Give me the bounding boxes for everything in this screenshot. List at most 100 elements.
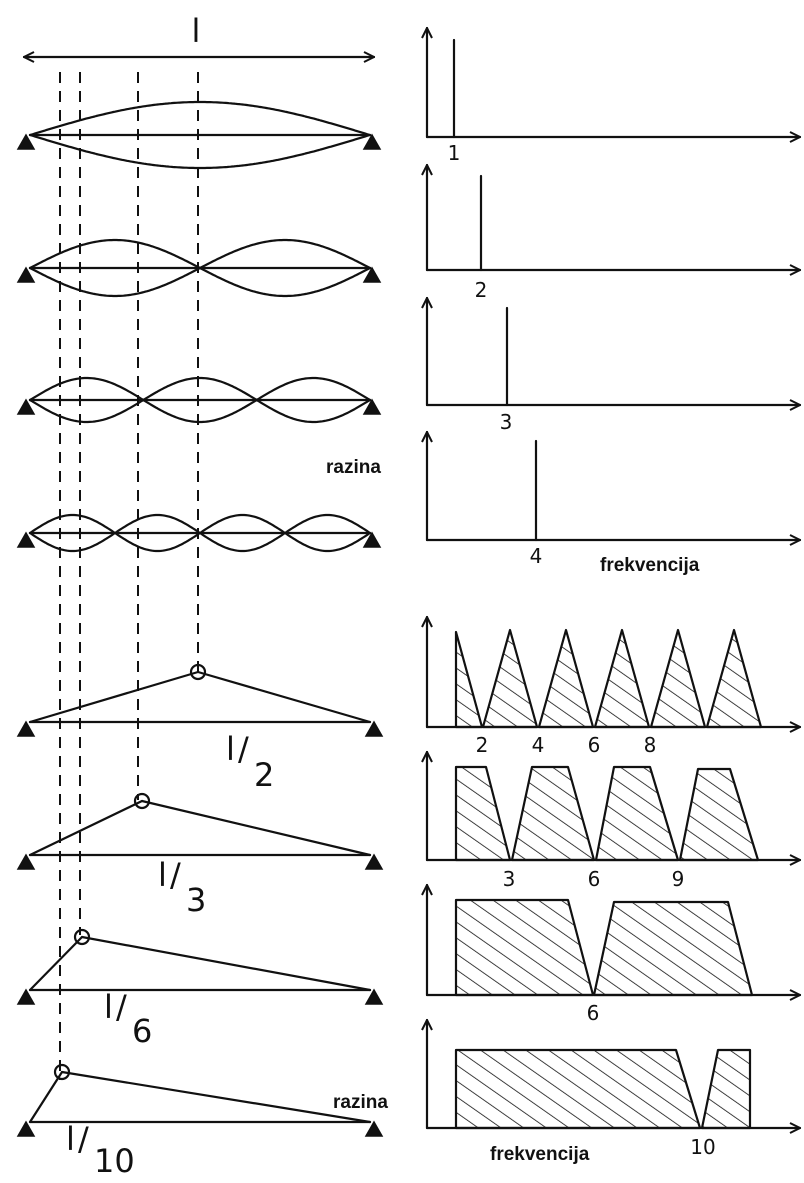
- harmonic-label: 6: [587, 1001, 600, 1025]
- spectrum-band-hatch: [594, 902, 752, 995]
- mode-shape-beam: [16, 513, 382, 553]
- spectrum-band-hatch: [456, 1050, 700, 1128]
- fraction-label-half: l / 2: [226, 730, 274, 794]
- spectrum-plots: [427, 26, 802, 1130]
- deflection-right: [80, 935, 372, 992]
- spectrum-band: [705, 628, 763, 729]
- spectrum-band: [593, 628, 651, 729]
- spectrum-band: [454, 765, 512, 862]
- mode-curve-lower: [28, 133, 372, 170]
- spectrum-band: [510, 765, 596, 862]
- support-triangle: [362, 398, 382, 415]
- spectrum-band: [454, 898, 595, 997]
- support-triangle: [362, 531, 382, 548]
- deflection-right: [60, 1070, 372, 1124]
- spectrum-axes: [427, 163, 802, 270]
- mode-label-4: 4: [530, 544, 543, 568]
- projection-lines: [59, 72, 199, 1080]
- svg-text:/: /: [238, 730, 249, 768]
- support-triangle: [16, 720, 36, 737]
- mode-curve-lower: [28, 398, 372, 424]
- svg-text:l: l: [226, 730, 235, 768]
- harmonic-label: 6: [588, 733, 601, 757]
- svg-text:/: /: [116, 988, 127, 1026]
- support-triangle: [16, 398, 36, 415]
- level-axis-label-2: razina: [333, 1092, 388, 1113]
- fraction-label-third: l / 3: [158, 856, 206, 919]
- support-triangle: [364, 853, 384, 870]
- support-triangle: [16, 1120, 36, 1137]
- load-point: [133, 792, 151, 810]
- support-triangle: [16, 988, 36, 1005]
- spectrum-axes: [427, 26, 802, 137]
- excitation-beam: [16, 928, 384, 1005]
- fraction-label-sixth: l / 6: [104, 988, 152, 1050]
- deflection-left: [28, 670, 200, 724]
- spectrum-band: [594, 765, 680, 862]
- spectrum-band-hatch: [680, 769, 758, 860]
- harmonic-label: 10: [690, 1135, 715, 1159]
- spectrum-band-hatch: [456, 767, 510, 860]
- spectrum-band-hatch: [707, 630, 761, 727]
- spectrum-band: [678, 767, 760, 862]
- support-triangle: [16, 531, 36, 548]
- load-point: [53, 1063, 71, 1081]
- harmonic-label: 6: [588, 867, 601, 891]
- spectrum-band: [700, 1048, 752, 1130]
- spectrum-band: [454, 630, 484, 729]
- deflection-right: [196, 670, 372, 724]
- spectrum-axes: [427, 430, 802, 540]
- fraction-label-tenth: l / 10: [66, 1120, 135, 1180]
- svg-text:/: /: [78, 1120, 89, 1158]
- beam-diagrams: [16, 100, 384, 1137]
- spectrum-band: [649, 628, 707, 729]
- support-triangle: [16, 853, 36, 870]
- spectrum-axes: [427, 1018, 802, 1130]
- mode-shape-beam: [16, 100, 382, 170]
- support-triangle: [362, 266, 382, 283]
- harmonic-label: 9: [672, 867, 685, 891]
- svg-text:6: 6: [132, 1012, 152, 1050]
- svg-text:/: /: [170, 856, 181, 894]
- deflection-left: [28, 1070, 64, 1124]
- span-label: l: [192, 12, 201, 50]
- svg-text:10: 10: [94, 1142, 135, 1178]
- deflection-left: [28, 935, 84, 992]
- deflection-left: [28, 799, 144, 857]
- spectrum-axes: [427, 750, 802, 862]
- support-triangle: [364, 720, 384, 737]
- support-triangle: [362, 133, 382, 150]
- spectrum-band: [454, 1048, 702, 1130]
- mode-shape-beam: [16, 238, 382, 298]
- excitation-beam: [16, 1063, 384, 1137]
- excitation-beam: [16, 792, 384, 870]
- span-dimension: l: [22, 12, 376, 57]
- deflection-right: [140, 799, 372, 857]
- mode-curve-upper: [28, 100, 372, 137]
- mode-curve-lower: [28, 266, 372, 298]
- svg-text:2: 2: [254, 756, 274, 794]
- load-point: [189, 663, 207, 681]
- frequency-axis-label-2: frekvencija: [490, 1144, 590, 1165]
- spectrum-band: [537, 628, 595, 729]
- spectrum-axes: [427, 296, 802, 405]
- spectrum-band-hatch: [651, 630, 705, 727]
- svg-text:3: 3: [186, 881, 206, 919]
- support-triangle: [16, 266, 36, 283]
- harmonic-label: 3: [503, 867, 516, 891]
- spectrum-band-hatch: [483, 630, 537, 727]
- load-point: [73, 928, 91, 946]
- spectrum-band-hatch: [539, 630, 593, 727]
- svg-text:l: l: [66, 1120, 75, 1158]
- excitation-beam: [16, 663, 384, 737]
- support-triangle: [364, 1120, 384, 1137]
- spectrum-band: [481, 628, 539, 729]
- mode-label-1: 1: [448, 141, 461, 165]
- harmonic-label: 8: [644, 733, 657, 757]
- spectrum-band-hatch: [595, 630, 649, 727]
- svg-text:l: l: [158, 856, 167, 894]
- spectrum-axes: [427, 883, 802, 997]
- harmonic-label: 4: [532, 733, 545, 757]
- mode-curve-upper: [28, 376, 372, 402]
